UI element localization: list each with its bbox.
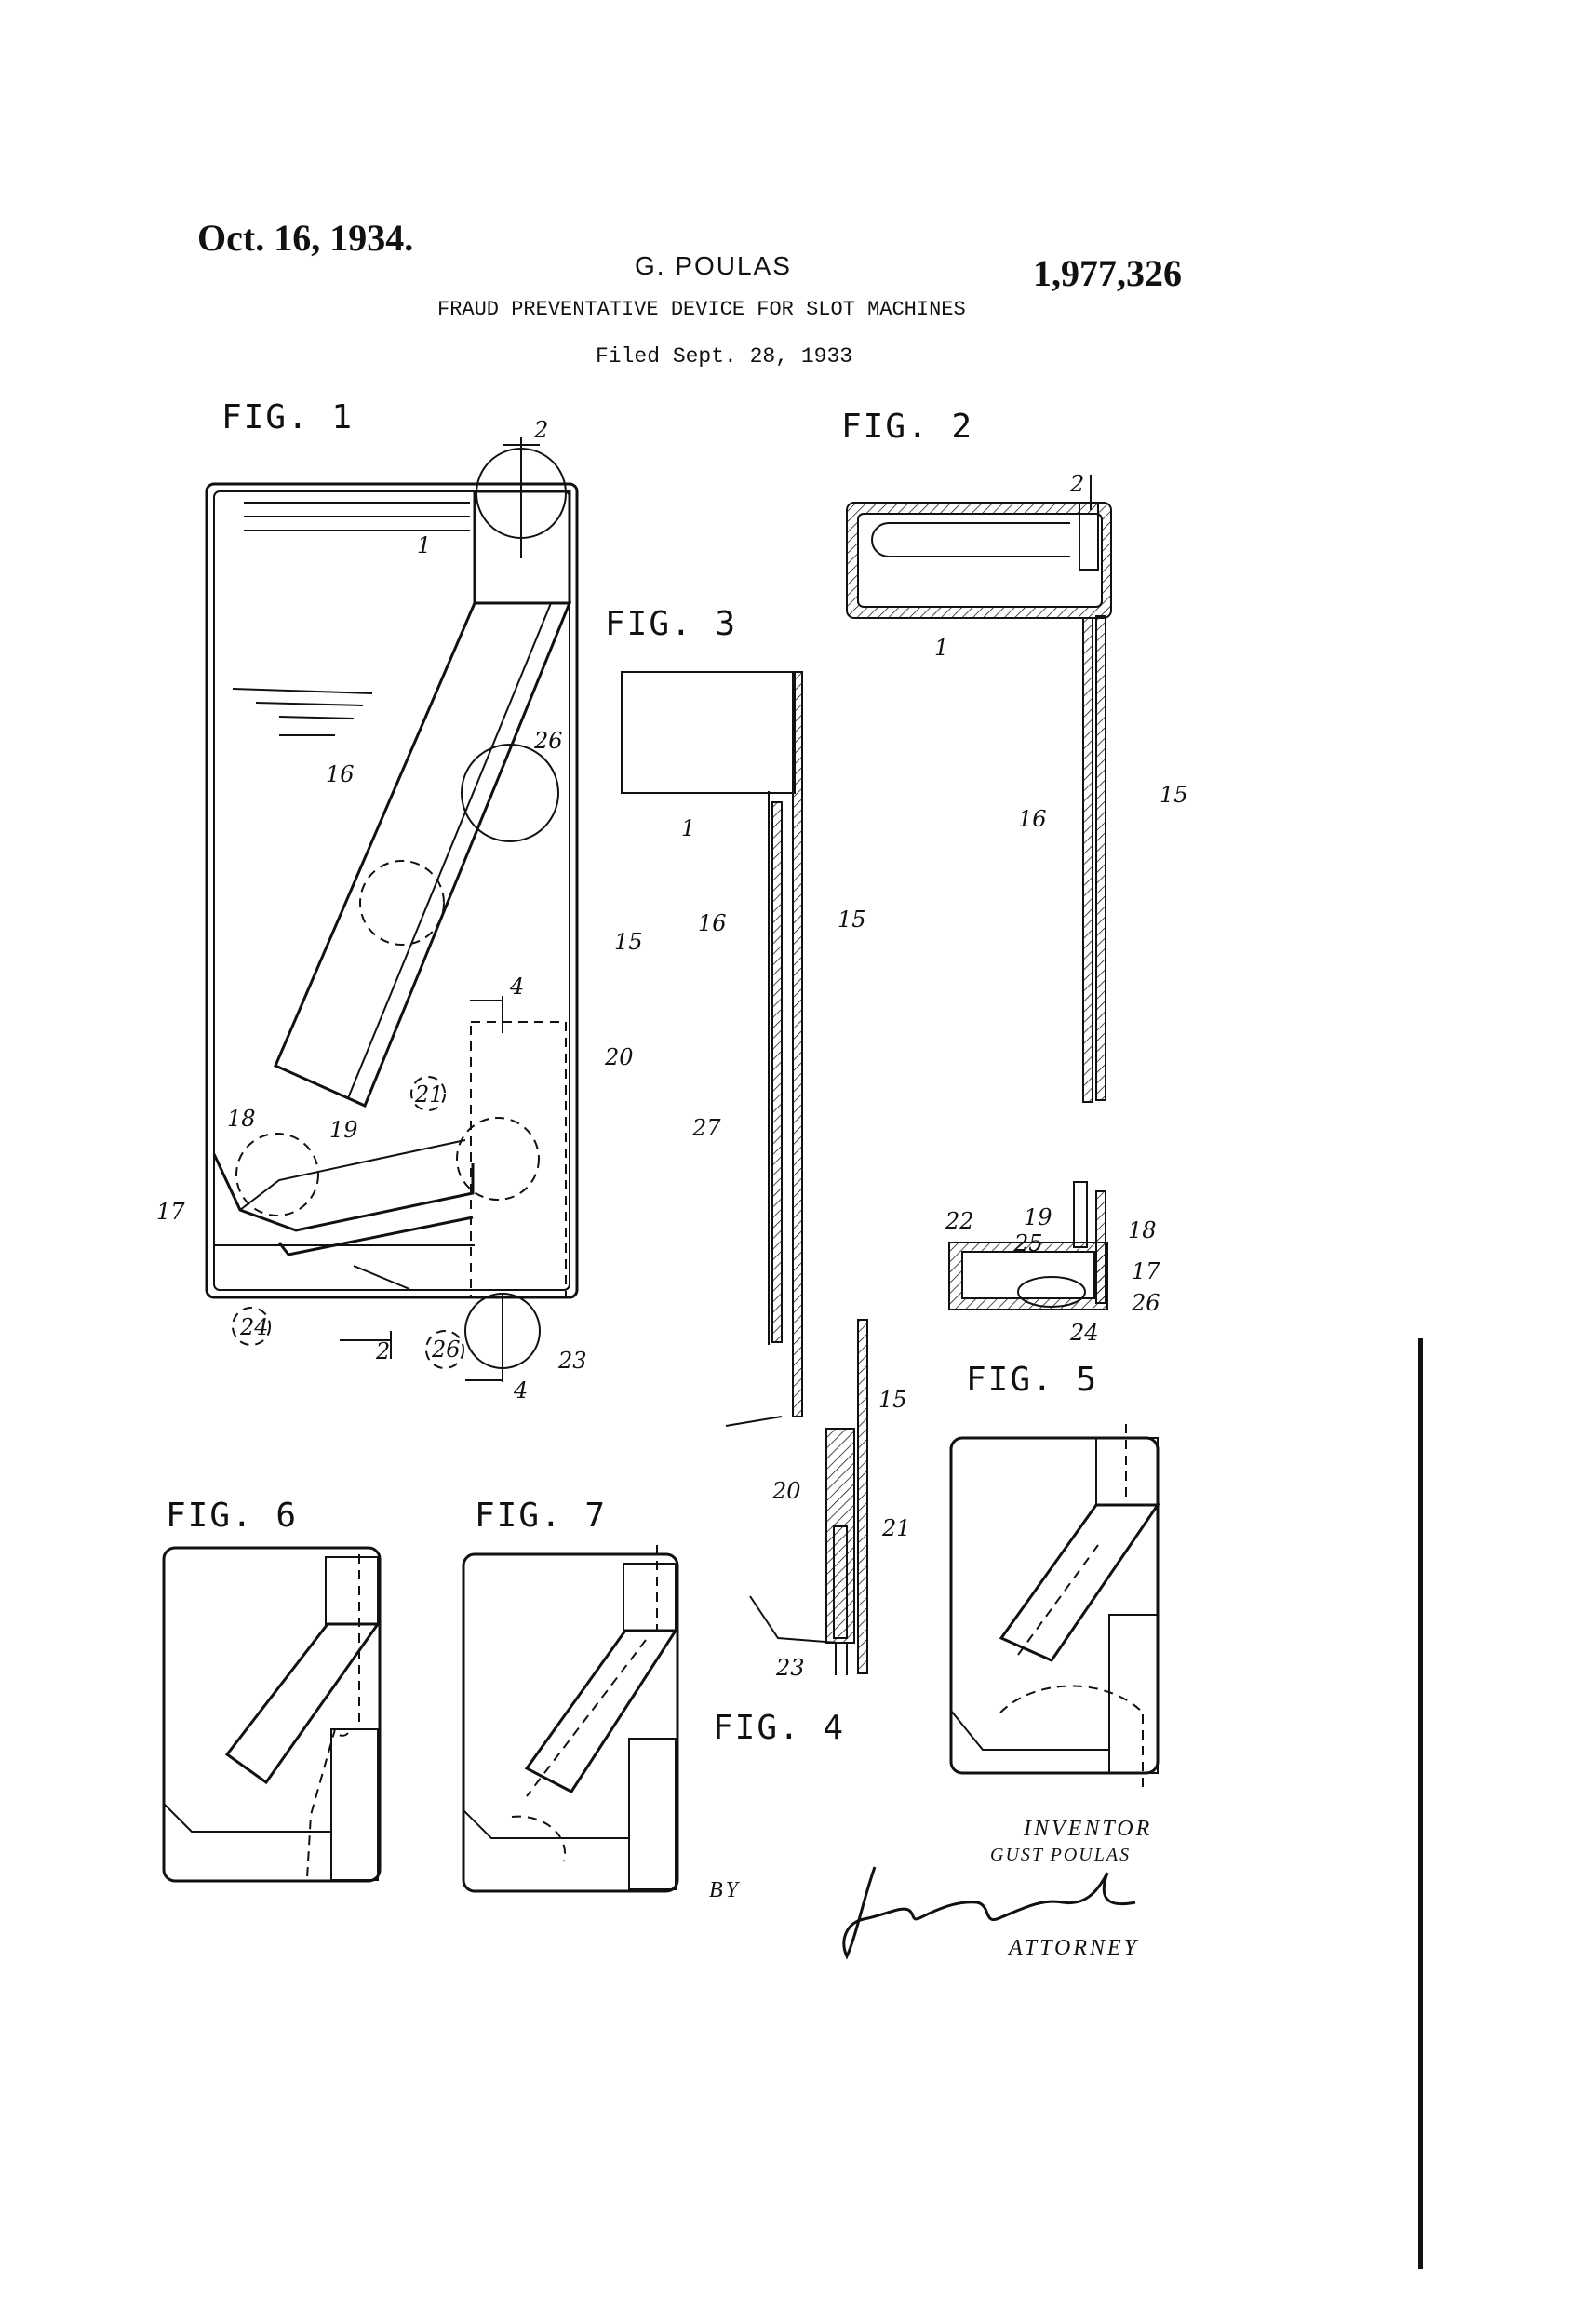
fig1-ref-20: 20	[604, 1044, 634, 1070]
patent-title: FRAUD PREVENTATIVE DEVICE FOR SLOT MACHI…	[437, 298, 966, 321]
fig1-ref-4: 4	[509, 974, 524, 1000]
fig1-pin-26b	[425, 1330, 464, 1369]
fig2-coin-26	[1017, 1276, 1086, 1308]
fig6-housing	[162, 1546, 382, 1883]
fig4-housing-20	[825, 1428, 855, 1644]
fig3-chute-16	[771, 801, 783, 1343]
fig1-deflector-17	[212, 1153, 475, 1232]
fig1-ref-23: 23	[557, 1348, 587, 1374]
fig5-coin-path	[999, 1685, 1144, 1713]
figure-2: FIG. 2 2 1 16 15 19 18 22 25 17 26 24	[841, 408, 1188, 1346]
fig1-ref-21: 21	[414, 1081, 444, 1108]
figure-1: FIG. 1	[156, 398, 643, 1404]
fig1-housing-20	[470, 1021, 567, 1298]
fig1-ref-16: 16	[326, 761, 355, 787]
fig5-chute	[999, 1503, 1160, 1662]
fig1-coin-dashed	[359, 860, 445, 946]
patent-number: 1,977,326	[1033, 252, 1182, 294]
fig1-ref-26b: 26	[431, 1337, 461, 1363]
figure-4: 15 20 21 23 FIG. 4	[713, 1319, 911, 1747]
fig5-housing	[949, 1436, 1160, 1775]
fig3-plate-15	[792, 671, 803, 1417]
fig2-ref-24: 24	[1069, 1320, 1099, 1346]
fig1-ref-18: 18	[227, 1106, 256, 1132]
margin-rule	[1418, 1338, 1423, 2269]
fig2-plate-15	[1095, 615, 1106, 1101]
fig1-ref-15: 15	[614, 929, 643, 955]
fig4-label: FIG. 4	[713, 1709, 845, 1747]
fig4-ref-21: 21	[881, 1515, 911, 1541]
fig1-ref-24: 24	[239, 1314, 269, 1340]
fig7-label: FIG. 7	[475, 1497, 607, 1535]
fig5-label: FIG. 5	[966, 1361, 1098, 1399]
fig4-ref-23: 23	[775, 1655, 805, 1681]
patent-date: Oct. 16, 1934.	[197, 217, 414, 259]
figure-6: FIG. 6	[162, 1497, 382, 1883]
fig4-ref-15: 15	[878, 1387, 907, 1413]
fig1-coin-26	[461, 744, 559, 842]
fig1-ref-4b: 4	[513, 1377, 528, 1404]
fig1-ref-2b: 2	[375, 1338, 390, 1364]
fig7-chute	[524, 1629, 678, 1793]
fig3-ref-27: 27	[691, 1115, 721, 1141]
fig1-housing-inner	[213, 490, 570, 1291]
fig4-pin-21	[833, 1525, 848, 1639]
fig2-ref-15: 15	[1160, 782, 1188, 808]
fig3-ref-16: 16	[698, 910, 727, 936]
fig2-label: FIG. 2	[841, 408, 973, 446]
fig7-housing	[462, 1552, 679, 1893]
fig2-ref-22: 22	[945, 1208, 974, 1234]
fig2-ref-18: 18	[1128, 1217, 1157, 1243]
fig4-plate-15	[857, 1319, 868, 1674]
fig3-label: FIG. 3	[605, 605, 737, 643]
inventor-label: INVENTOR	[1024, 1817, 1153, 1841]
fig2-ref-2: 2	[1069, 471, 1084, 497]
fig2-chute-16	[1082, 617, 1093, 1103]
fig4-ref-20: 20	[771, 1478, 801, 1504]
fig6-label: FIG. 6	[166, 1497, 298, 1535]
fig2-ref-19: 19	[1024, 1204, 1052, 1230]
fig1-coin-18	[235, 1133, 319, 1216]
inventor-full-name: GUST POULAS	[990, 1845, 1132, 1865]
fig6-chute	[224, 1622, 381, 1785]
fig1-pin-24	[232, 1307, 271, 1346]
fig1-ref-26: 26	[533, 728, 563, 754]
fig1-pin-21	[410, 1076, 446, 1111]
inventor-name: G. POULAS	[635, 251, 792, 280]
fig2-deflector-19	[1073, 1181, 1088, 1248]
fig2-ref-25: 25	[1013, 1230, 1043, 1256]
fig2-ref-17: 17	[1132, 1258, 1160, 1284]
fig1-ref-1: 1	[417, 532, 431, 558]
attorney-signature	[842, 1866, 1136, 1960]
attorney-label: ATTORNEY	[1009, 1936, 1140, 1960]
fig2-ref-16: 16	[1018, 806, 1047, 832]
fig1-label: FIG. 1	[221, 398, 354, 437]
figure-7: FIG. 7	[462, 1497, 679, 1893]
fig3-block	[621, 671, 796, 794]
fig1-ref-19: 19	[329, 1117, 358, 1143]
fig1-chute	[274, 601, 572, 1108]
by-label: BY	[709, 1878, 742, 1902]
fig1-ref-2: 2	[533, 417, 548, 443]
fig2-ref-26: 26	[1131, 1290, 1160, 1316]
figure-5: FIG. 5	[949, 1361, 1160, 1792]
filed-date: Filed Sept. 28, 1933	[596, 344, 853, 369]
fig1-ref-17: 17	[156, 1199, 185, 1225]
fig1-housing	[205, 482, 579, 1299]
figure-3: FIG. 3 1 16 15 27	[605, 605, 866, 1427]
fig7-coin-path	[526, 1639, 647, 1797]
fig1-shading	[232, 502, 470, 736]
fig2-ref-1: 1	[934, 635, 948, 661]
fig3-ref-1: 1	[681, 815, 695, 841]
fig3-ref-15: 15	[838, 907, 866, 933]
